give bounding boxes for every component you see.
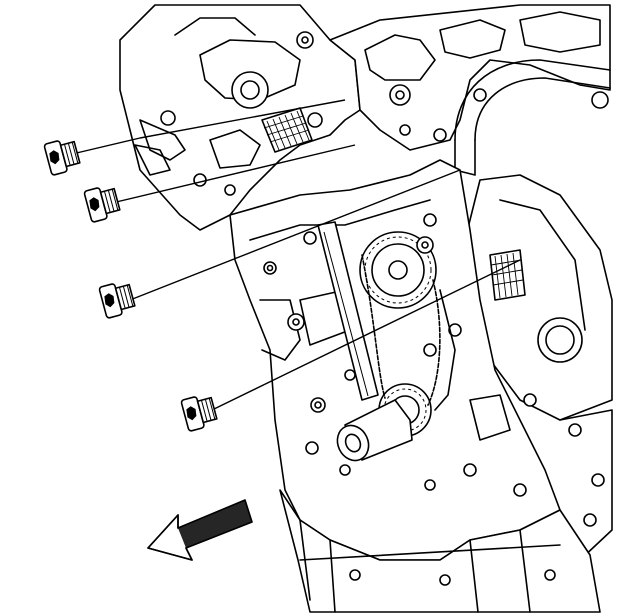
oil-pan xyxy=(279,489,601,613)
arrow-icon xyxy=(147,499,253,561)
plug-icon xyxy=(180,396,218,432)
plug-icon xyxy=(98,283,136,319)
plug-icon xyxy=(43,140,81,176)
timing-chain xyxy=(361,254,456,411)
right-bank xyxy=(329,4,611,151)
head-hatch-pad xyxy=(261,107,313,153)
cylinder-head xyxy=(119,4,361,231)
chain-guide xyxy=(317,221,379,401)
camshaft-sprocket-icon xyxy=(359,231,437,309)
leader-lines xyxy=(67,99,521,411)
intake-tube xyxy=(454,59,611,176)
block-hatch-pad xyxy=(489,249,526,301)
crankshaft-nose xyxy=(336,399,413,462)
engine-block-right xyxy=(464,91,613,561)
front-timing-cover xyxy=(229,159,561,561)
plug-icon xyxy=(83,187,121,223)
